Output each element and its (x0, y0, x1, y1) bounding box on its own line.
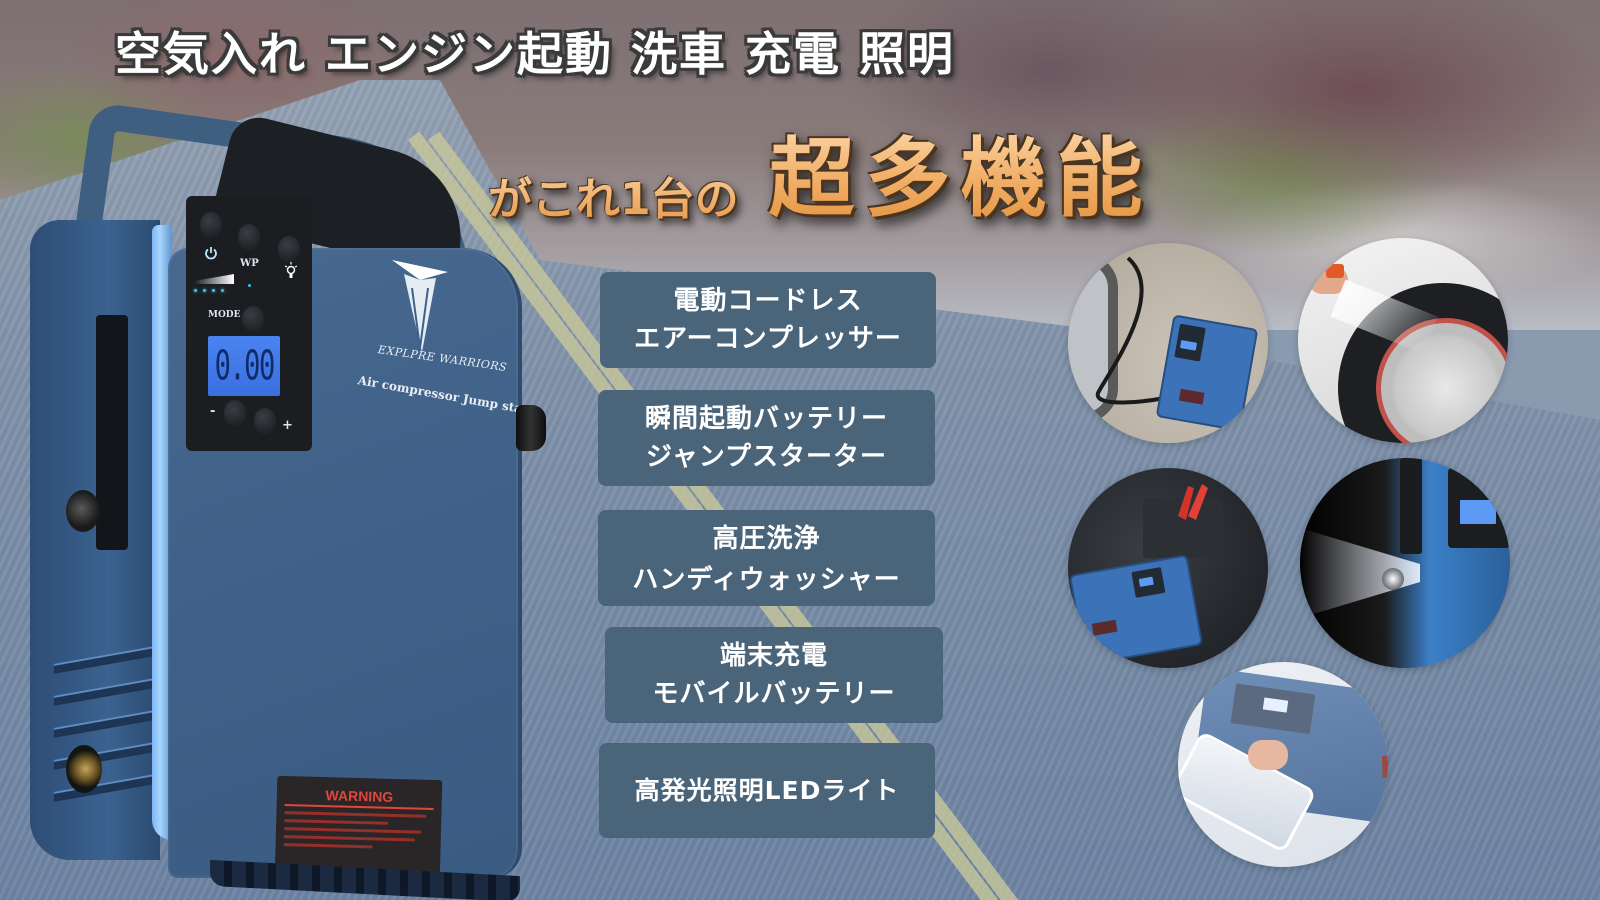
light-bulb-icon (284, 262, 298, 278)
feature-subtitle: エアーコンプレッサー (634, 324, 902, 354)
wp-indicator-dot (248, 284, 251, 287)
plus-button (254, 408, 276, 434)
mode-button (242, 306, 264, 332)
accent-light-strip (152, 225, 172, 840)
minus-label: - (210, 404, 216, 419)
light-button (278, 236, 300, 262)
led-light-photo (1300, 458, 1510, 668)
cooling-fins (54, 646, 164, 835)
red-clamp-icon (1178, 484, 1208, 520)
feature-title: 瞬間起動バッテリー (644, 404, 888, 434)
feature-subtitle: ハンディウォッシャー (632, 565, 901, 595)
feature-led-light: 高発光照明LEDライト (599, 743, 935, 838)
plus-label: + (282, 418, 293, 433)
led-lens-icon (1382, 568, 1404, 590)
feature-subtitle: ジャンプスターター (646, 442, 887, 472)
brand-subtitle: Air compressor Jump start (356, 373, 535, 418)
mode-label: MODE (208, 310, 241, 320)
feature-pressure-washer: 高圧洗浄 ハンディウォッシャー (598, 510, 935, 606)
brand-logo-icon (392, 260, 448, 352)
lcd-display: 0.00 (208, 336, 280, 396)
wp-button (238, 224, 260, 250)
tagline-emphasis: 超多機能 (769, 108, 1153, 233)
feature-title: 電動コードレス (673, 286, 863, 316)
feature-jump-starter: 瞬間起動バッテリー ジャンプスターター (598, 390, 935, 486)
lcd-display (1460, 500, 1496, 524)
tire-wheel (1068, 253, 1118, 423)
feature-title: 高圧洗浄 (712, 524, 821, 554)
jump-start-photo (1068, 468, 1268, 668)
feature-subtitle: モバイルバッテリー (652, 679, 896, 709)
pressure-readout: 0.00 (214, 342, 276, 390)
air-hose (1095, 256, 1189, 405)
feature-title: 高発光照明LEDライト (634, 775, 900, 805)
power-button (200, 212, 222, 238)
control-panel: WP MODE 0.00 - + (186, 196, 312, 451)
side-slot (1400, 458, 1422, 554)
side-slot (96, 315, 128, 550)
feature-title: 端末充電 (719, 641, 828, 671)
air-nozzle (516, 405, 546, 451)
product-image-air-compressor: WP MODE 0.00 - + (20, 100, 546, 900)
device-in-photo (1068, 554, 1204, 666)
car-washing-photo (1298, 238, 1508, 443)
speed-indicator-icon (194, 274, 234, 284)
power-icon (205, 247, 217, 260)
tagline: がこれ1台の 超多機能 (488, 108, 1153, 233)
side-port-icon (66, 490, 100, 532)
hand (1248, 740, 1288, 770)
air-valve-icon (66, 745, 102, 793)
wp-label: WP (240, 258, 259, 269)
phone-charging-photo (1178, 662, 1388, 867)
speed-level-dots (194, 289, 224, 292)
warning-title: WARNING (284, 786, 435, 810)
device-in-photo (1155, 314, 1259, 432)
device-front-face: WP MODE 0.00 - + (168, 196, 535, 885)
headline-functions: 空気入れ エンジン起動 洗車 充電 照明 (115, 27, 956, 81)
minus-button (224, 400, 246, 426)
feature-air-compressor: 電動コードレス エアーコンプレッサー (600, 272, 936, 368)
tire-inflation-photo (1068, 243, 1268, 443)
spray-nozzle (1326, 264, 1344, 278)
feature-mobile-battery: 端末充電 モバイルバッテリー (605, 627, 943, 723)
tagline-prefix: がこれ1台の (488, 163, 739, 227)
